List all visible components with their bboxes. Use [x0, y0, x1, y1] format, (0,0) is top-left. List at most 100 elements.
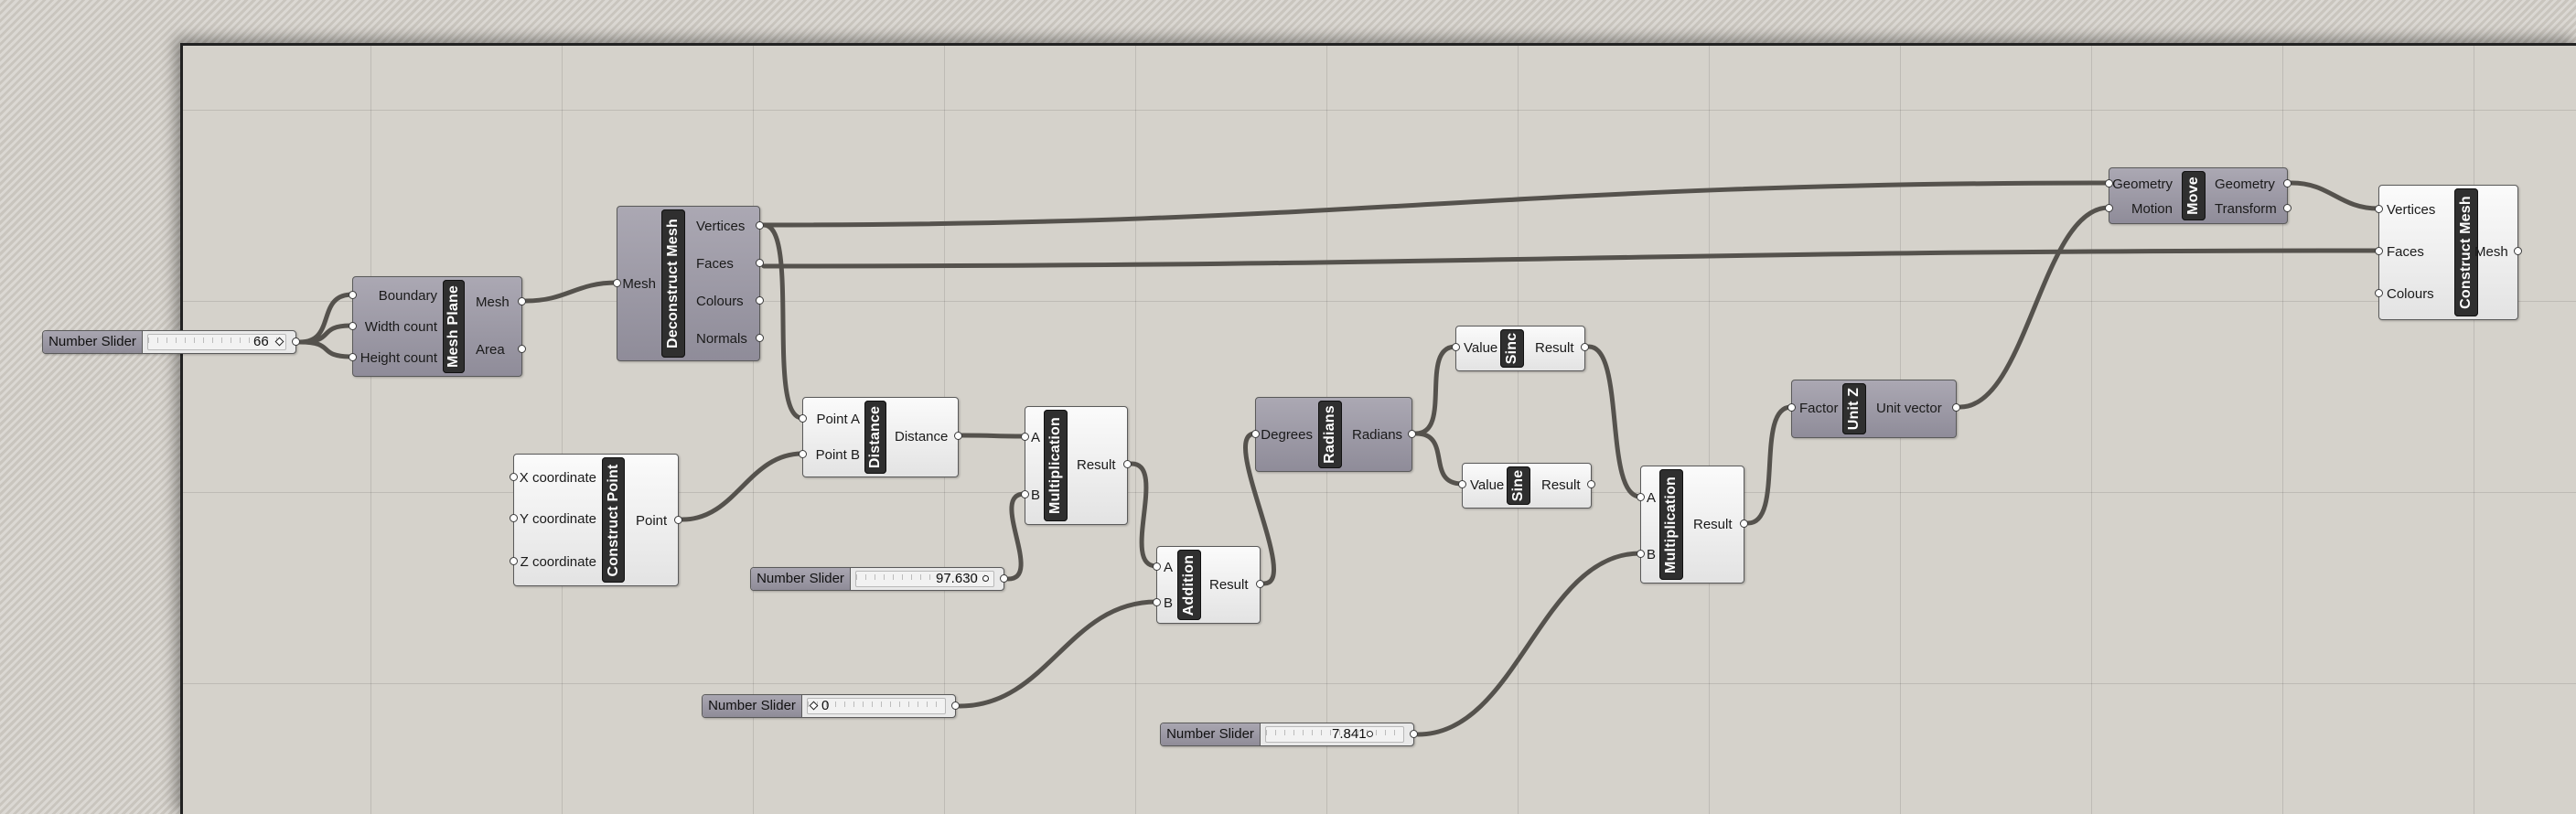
slider-value: 97.630 [936, 571, 978, 586]
output-port[interactable] [518, 345, 526, 353]
output-label-colours: Colours [696, 294, 744, 309]
wire[interactable] [761, 180, 2111, 228]
output-port[interactable] [674, 516, 682, 524]
wire[interactable] [1413, 431, 1465, 487]
number-slider-offset[interactable]: Number Slider 0 [702, 694, 960, 718]
wire[interactable] [1415, 551, 1643, 737]
component-title: Sine [1507, 466, 1530, 505]
output-label-vertices: Vertices [696, 219, 746, 234]
input-port[interactable] [1021, 433, 1029, 441]
output-port[interactable] [1952, 403, 1960, 412]
wire[interactable] [2289, 180, 2381, 211]
wire[interactable] [297, 323, 355, 345]
sine-component[interactable]: Value Sine Result [1458, 463, 1595, 509]
wire[interactable] [1958, 205, 2111, 410]
output-port[interactable] [756, 221, 764, 230]
output-port[interactable] [951, 702, 960, 710]
output-port[interactable] [1410, 730, 1418, 738]
input-port[interactable] [1637, 493, 1645, 501]
construct-mesh-component[interactable]: Vertices Faces Colours Construct Mesh Me… [2375, 185, 2522, 320]
wire[interactable] [1243, 431, 1276, 586]
input-port[interactable] [2375, 205, 2383, 213]
multiplication-component-1[interactable]: A B Multiplication Result [1021, 406, 1132, 525]
input-port[interactable] [799, 414, 807, 423]
multiplication-component-2[interactable]: A B Multiplication Result [1637, 466, 1748, 584]
wire[interactable] [1586, 344, 1643, 499]
input-port[interactable] [510, 514, 518, 522]
input-port[interactable] [1458, 480, 1466, 488]
wire[interactable] [761, 222, 805, 421]
unit-z-component[interactable]: Factor Unit Z Unit vector [1787, 380, 1960, 438]
wire[interactable] [960, 433, 1027, 439]
sinc-component[interactable]: Value Sinc Result [1452, 326, 1589, 371]
input-port[interactable] [2105, 204, 2113, 212]
number-slider-count[interactable]: Number Slider 66 [42, 330, 300, 354]
number-slider-amplitude[interactable]: Number Slider 7.841 [1160, 723, 1418, 746]
output-port[interactable] [2283, 179, 2292, 187]
output-port[interactable] [1581, 343, 1589, 351]
wire[interactable] [1005, 491, 1027, 582]
input-port[interactable] [1153, 598, 1161, 606]
output-port[interactable] [756, 334, 764, 342]
move-component[interactable]: Geometry Motion Move Geometry Transform [2105, 167, 2292, 224]
input-port[interactable] [799, 450, 807, 458]
output-port[interactable] [1408, 430, 1416, 438]
input-port[interactable] [2375, 247, 2383, 255]
wire[interactable] [680, 451, 805, 522]
output-label-distance: Distance [895, 429, 949, 444]
input-port[interactable] [510, 557, 518, 565]
slider-track[interactable] [855, 571, 994, 587]
output-port[interactable] [518, 297, 526, 305]
number-slider-factor[interactable]: Number Slider 97.630 [750, 567, 1008, 591]
input-port[interactable] [1021, 490, 1029, 498]
input-port[interactable] [1153, 562, 1161, 571]
slider-track[interactable] [1265, 726, 1404, 743]
wire[interactable] [957, 599, 1159, 709]
deconstruct-mesh-component[interactable]: Mesh Deconstruct Mesh Vertices Faces Col… [613, 206, 764, 361]
wire[interactable] [1745, 404, 1794, 526]
input-port[interactable] [349, 322, 357, 330]
input-port[interactable] [1637, 550, 1645, 558]
output-port[interactable] [954, 432, 962, 440]
output-port[interactable] [1000, 574, 1008, 583]
input-port[interactable] [613, 279, 621, 287]
input-label-a: A [1031, 430, 1041, 445]
input-port[interactable] [349, 353, 357, 361]
construct-point-component[interactable]: X coordinate Y coordinate Z coordinate C… [510, 454, 682, 586]
wire[interactable] [1413, 344, 1458, 436]
slider-label: Number Slider [43, 331, 143, 353]
input-port[interactable] [2375, 289, 2383, 297]
output-port[interactable] [1587, 480, 1595, 488]
mesh-plane-component[interactable]: Boundary Width count Height count Mesh P… [349, 276, 526, 377]
output-port[interactable] [756, 259, 764, 267]
wire[interactable] [761, 248, 2381, 269]
output-label-result: Result [1541, 477, 1581, 493]
input-label-degrees: Degrees [1261, 427, 1313, 443]
input-port[interactable] [349, 291, 357, 299]
slider-track[interactable] [147, 334, 286, 350]
output-port[interactable] [1256, 580, 1264, 588]
wire[interactable] [297, 339, 355, 359]
input-port[interactable] [1251, 430, 1260, 438]
input-port[interactable] [510, 473, 518, 481]
slider-grip[interactable] [982, 575, 989, 582]
output-port[interactable] [756, 296, 764, 305]
output-port[interactable] [2514, 247, 2522, 255]
input-label-mesh: Mesh [622, 276, 656, 292]
input-label-height-count: Height count [360, 350, 437, 366]
wire[interactable] [523, 280, 619, 304]
output-port[interactable] [292, 337, 300, 346]
output-port[interactable] [1123, 460, 1132, 468]
input-port[interactable] [1452, 343, 1460, 351]
output-port[interactable] [1740, 519, 1748, 528]
slider-grip[interactable] [1367, 731, 1373, 737]
input-label-motion: Motion [2131, 201, 2173, 217]
distance-component[interactable]: Point A Point B Distance Distance [799, 397, 962, 477]
addition-component[interactable]: A B Addition Result [1153, 546, 1264, 624]
input-port[interactable] [2105, 179, 2113, 187]
input-port[interactable] [1787, 403, 1796, 412]
wire[interactable] [1129, 461, 1159, 569]
output-port[interactable] [2283, 204, 2292, 212]
radians-component[interactable]: Degrees Radians Radians [1251, 397, 1416, 472]
slider-track[interactable] [807, 698, 946, 714]
